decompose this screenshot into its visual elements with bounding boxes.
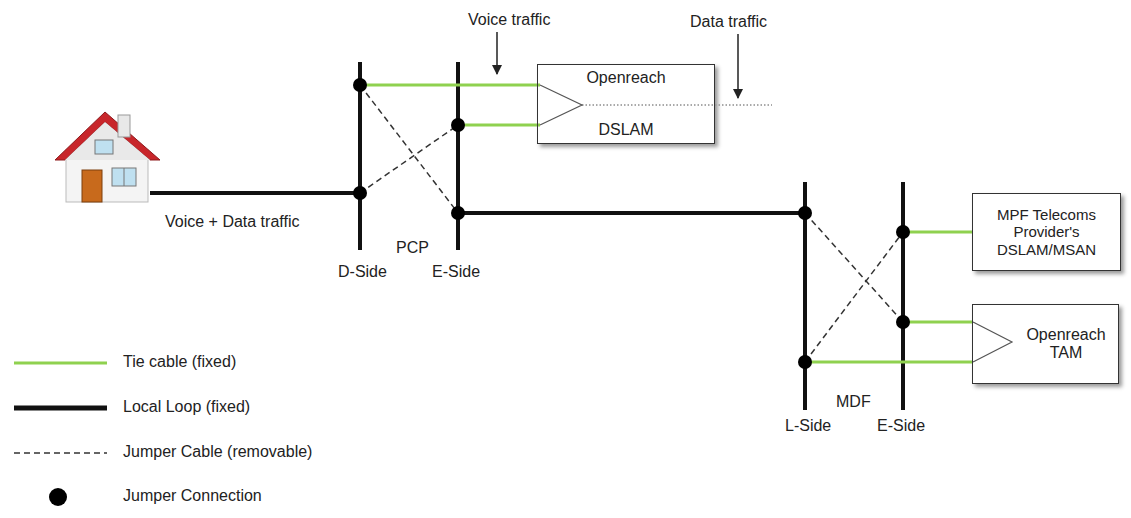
equipment-box: OpenreachDSLAM bbox=[537, 64, 715, 144]
traffic-label: Data traffic bbox=[690, 13, 767, 31]
legend-text: Tie cable (fixed) bbox=[123, 353, 236, 371]
provider-equipment-box: MPF Telecoms Provider's DSLAM/MSAN bbox=[972, 193, 1121, 271]
legend-text: Local Loop (fixed) bbox=[123, 398, 250, 416]
legend-text: Jumper Cable (removable) bbox=[123, 443, 312, 461]
data-path bbox=[582, 105, 772, 106]
traffic-arrow bbox=[737, 34, 739, 98]
house-icon bbox=[55, 112, 160, 202]
box-text: Openreach TAM bbox=[1020, 326, 1112, 363]
traffic-label: Voice traffic bbox=[468, 11, 550, 29]
equipment-box: Openreach TAM bbox=[972, 304, 1119, 384]
box-text: Openreach bbox=[586, 69, 665, 87]
box-text: MPF Telecoms Provider's DSLAM/MSAN bbox=[979, 206, 1114, 258]
tie-cables bbox=[360, 85, 973, 362]
splitter-symbol bbox=[973, 322, 1012, 362]
pcp-e-side-bar bbox=[456, 62, 460, 250]
frame-label: E-Side bbox=[877, 417, 925, 435]
legend-samples bbox=[14, 363, 107, 506]
frame-label: MDF bbox=[836, 393, 871, 411]
jumper-connections bbox=[353, 78, 910, 369]
legend-text: Jumper Connection bbox=[123, 487, 262, 505]
mdf-e-side-bar bbox=[901, 182, 905, 410]
box-text: DSLAM bbox=[598, 121, 653, 139]
splitter-symbol bbox=[540, 85, 582, 125]
local-loop bbox=[458, 211, 805, 215]
traffic-label: Voice + Data traffic bbox=[165, 213, 299, 231]
frame-label: D-Side bbox=[338, 263, 387, 281]
local-loop bbox=[150, 191, 360, 195]
jumper-cables bbox=[360, 85, 903, 362]
frame-label: L-Side bbox=[785, 417, 831, 435]
frame-label: E-Side bbox=[432, 263, 480, 281]
traffic-arrow bbox=[496, 32, 498, 74]
frame-label: PCP bbox=[396, 239, 429, 257]
